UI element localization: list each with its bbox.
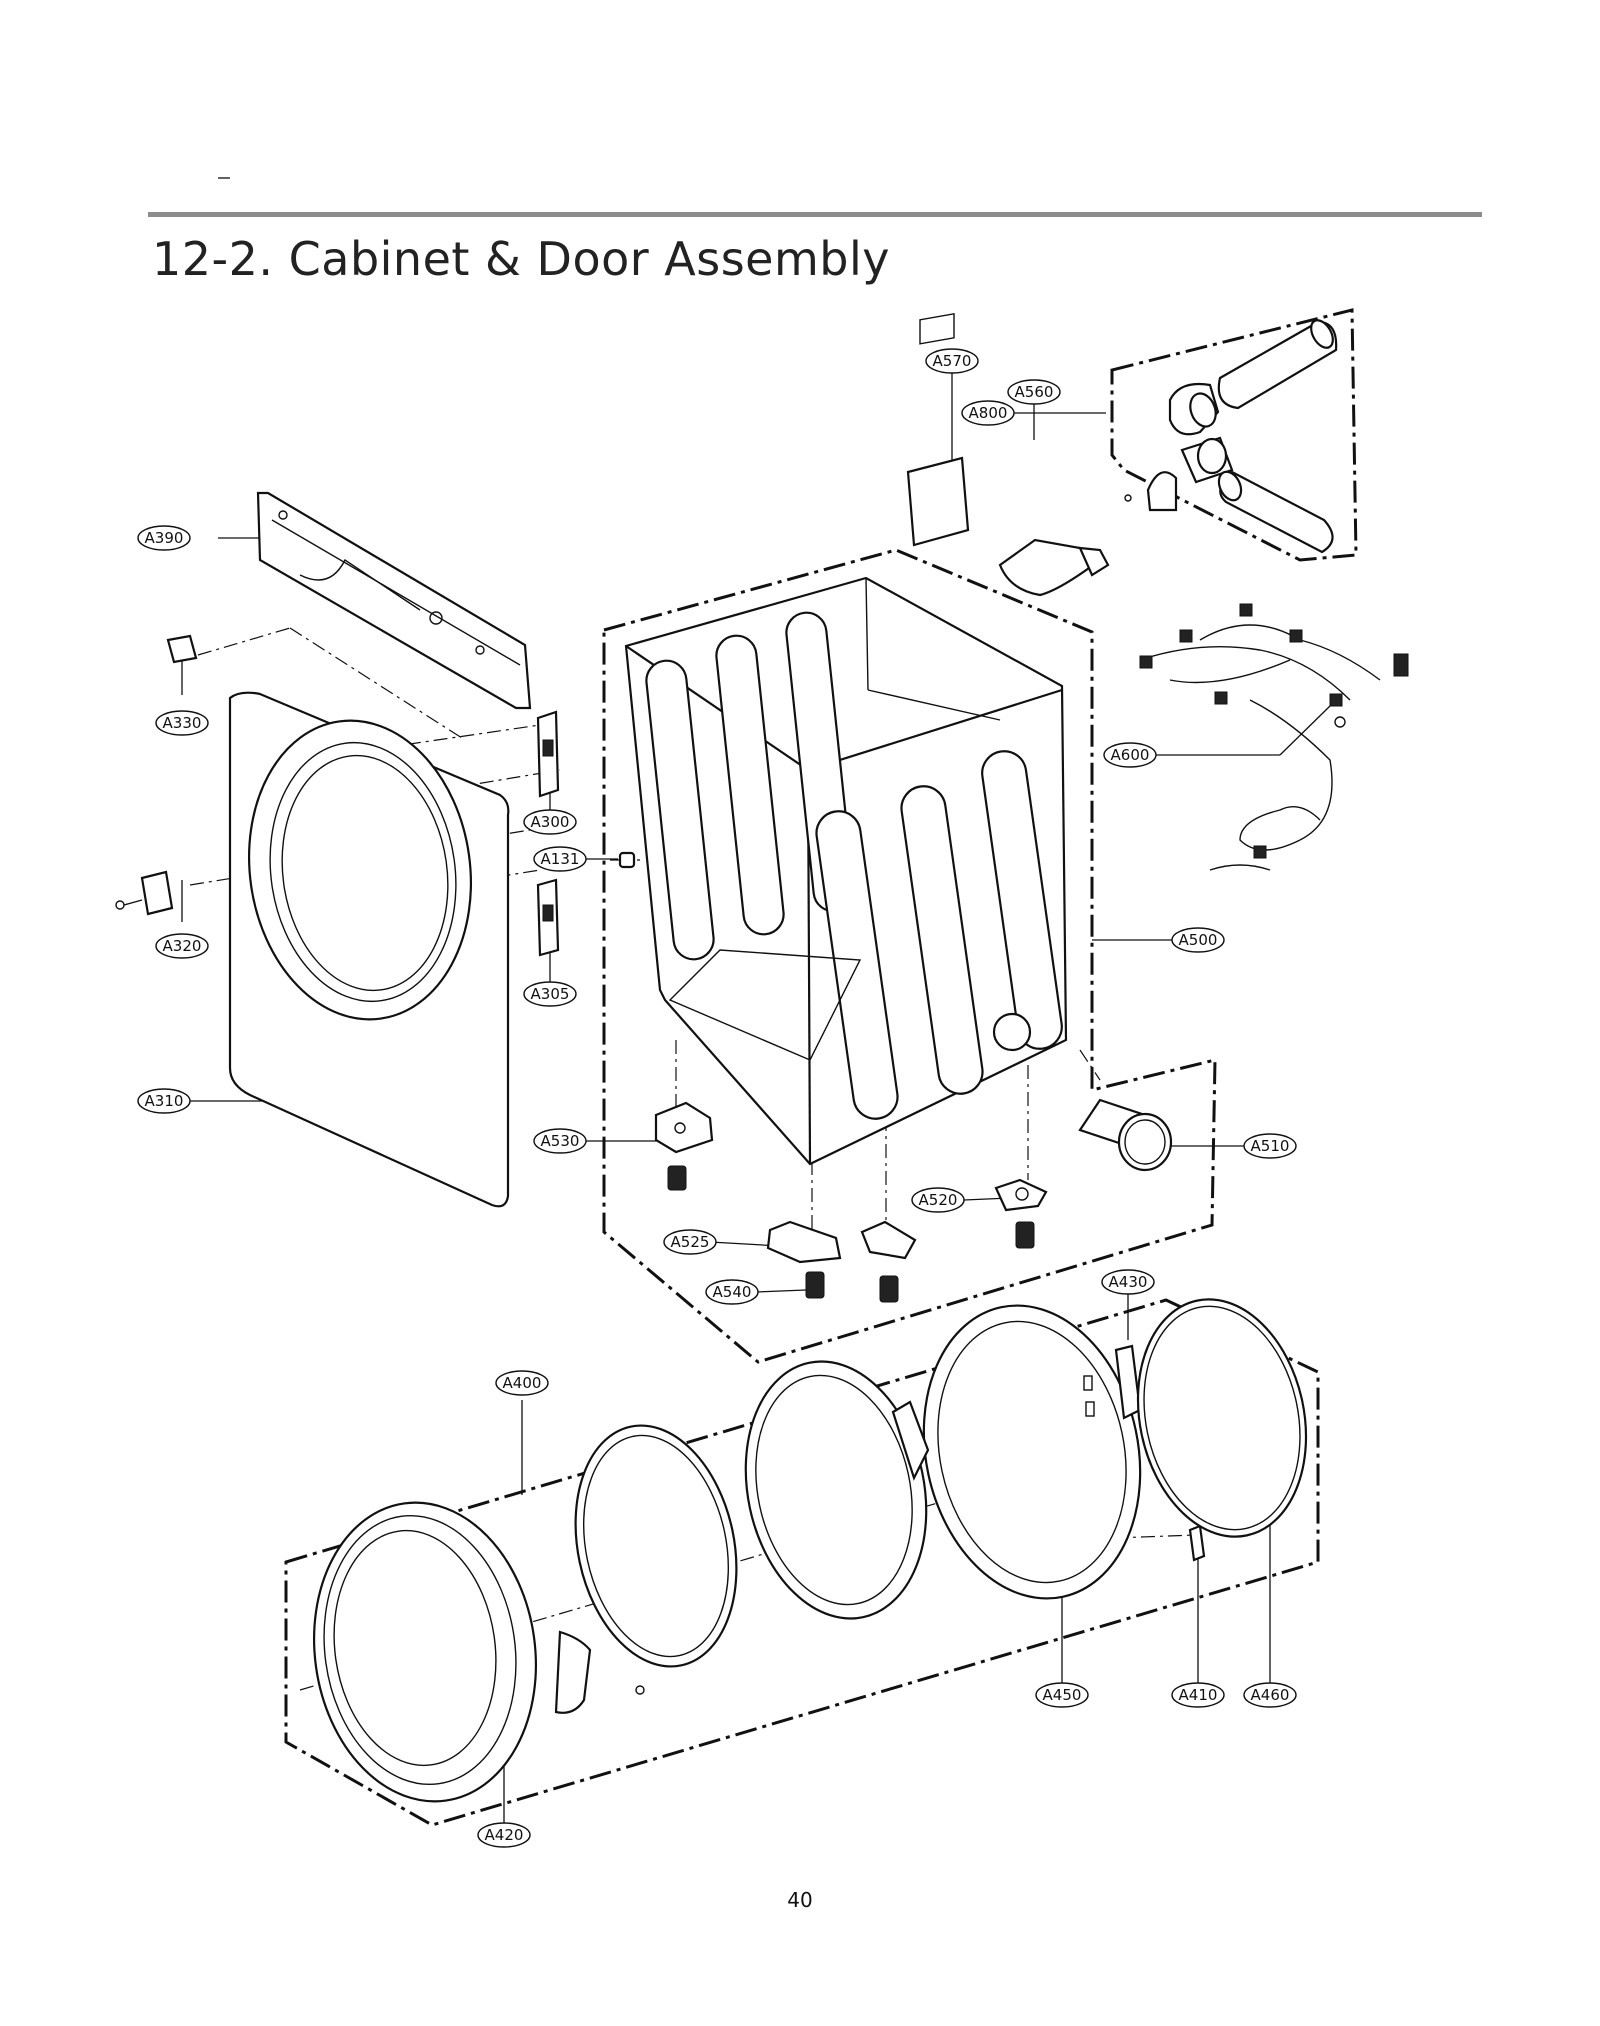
svg-text:A570: A570	[933, 352, 972, 370]
svg-text:A540: A540	[713, 1283, 752, 1301]
callout-A520: A520	[911, 1187, 965, 1213]
svg-text:A330: A330	[163, 714, 202, 732]
cover-plate-A570	[906, 312, 970, 547]
wire-harness-A600	[1139, 603, 1409, 871]
callout-A131: A131	[533, 846, 587, 872]
callout-A410: A410	[1171, 1682, 1225, 1708]
svg-text:A310: A310	[145, 1092, 184, 1110]
exhaust-outlet-A510	[1078, 1098, 1173, 1172]
door-inner-frame-A450	[891, 1304, 1142, 1600]
top-bracket-A390	[256, 491, 532, 710]
svg-text:A800: A800	[969, 404, 1008, 422]
door-boundary	[284, 1298, 1320, 1827]
bracket-A520	[994, 1178, 1048, 1212]
svg-text:A305: A305	[531, 985, 570, 1003]
door-glass-inner	[744, 1360, 928, 1620]
callout-A600: A600	[1103, 742, 1157, 768]
strike-A410	[1188, 1524, 1206, 1562]
bracket-A525	[766, 1220, 917, 1264]
front-panel-A310	[228, 691, 510, 1208]
callout-A420: A420	[477, 1822, 531, 1848]
callout-A430: A430	[1101, 1269, 1155, 1295]
cabinet-boundary	[602, 548, 1217, 1364]
svg-text:A430: A430	[1109, 1273, 1148, 1291]
callout-A390: A390	[137, 525, 191, 551]
callout-A320: A320	[155, 933, 209, 959]
foot-A540	[805, 1271, 899, 1303]
latch-A300	[536, 710, 560, 798]
gasket-A460	[1136, 1298, 1308, 1538]
svg-text:A450: A450	[1043, 1686, 1082, 1704]
foot-A530	[667, 1165, 687, 1191]
svg-text:A390: A390	[145, 529, 184, 547]
svg-text:A300: A300	[531, 813, 570, 831]
svg-text:A600: A600	[1111, 746, 1150, 764]
page-number: 40	[787, 1888, 813, 1912]
callout-A510: A510	[1243, 1133, 1297, 1159]
callout-A800: A800	[961, 400, 1015, 426]
svg-text:A410: A410	[1179, 1686, 1218, 1704]
svg-text:A500: A500	[1179, 931, 1218, 949]
page-title: 12-2. Cabinet & Door Assembly	[152, 232, 890, 286]
callout-A460: A460	[1243, 1682, 1297, 1708]
svg-text:A400: A400	[503, 1374, 542, 1392]
hinge-A330	[166, 634, 198, 664]
callout-A540: A540	[705, 1279, 759, 1305]
door-handle-A420	[554, 1630, 645, 1714]
svg-text:A320: A320	[163, 937, 202, 955]
duct-kit	[1124, 319, 1338, 554]
svg-text:A560: A560	[1015, 383, 1054, 401]
vent-cover-A560	[998, 538, 1110, 597]
svg-text:A530: A530	[541, 1132, 580, 1150]
callout-A310: A310	[137, 1088, 191, 1114]
svg-text:A525: A525	[671, 1233, 710, 1251]
svg-text:A460: A460	[1251, 1686, 1290, 1704]
callout-A450: A450	[1035, 1682, 1089, 1708]
callout-A560: A560	[1007, 379, 1061, 405]
callout-A330: A330	[155, 710, 209, 736]
cabinet-A500	[624, 576, 1068, 1166]
callout-A570: A570	[925, 348, 979, 374]
hinge-bracket-A320	[115, 870, 174, 916]
duct-kit-boundary	[1110, 308, 1358, 562]
bracket-A530	[654, 1101, 714, 1154]
callout-A530: A530	[533, 1128, 587, 1154]
svg-text:A420: A420	[485, 1826, 524, 1844]
callout-A525: A525	[663, 1229, 717, 1255]
callout-A300: A300	[523, 809, 577, 835]
title-rule	[148, 212, 1482, 217]
callout-A400: A400	[495, 1370, 549, 1396]
svg-text:A520: A520	[919, 1191, 958, 1209]
callout-A500: A500	[1171, 927, 1225, 953]
svg-text:A131: A131	[541, 850, 580, 868]
door-glass-outer	[574, 1424, 738, 1668]
door-outer-frame-A420	[312, 1501, 538, 1803]
foot-A131	[618, 851, 636, 869]
latch-A305	[536, 878, 560, 957]
foot-A520	[1015, 1221, 1035, 1249]
callout-A305: A305	[523, 981, 577, 1007]
svg-text:A510: A510	[1251, 1137, 1290, 1155]
